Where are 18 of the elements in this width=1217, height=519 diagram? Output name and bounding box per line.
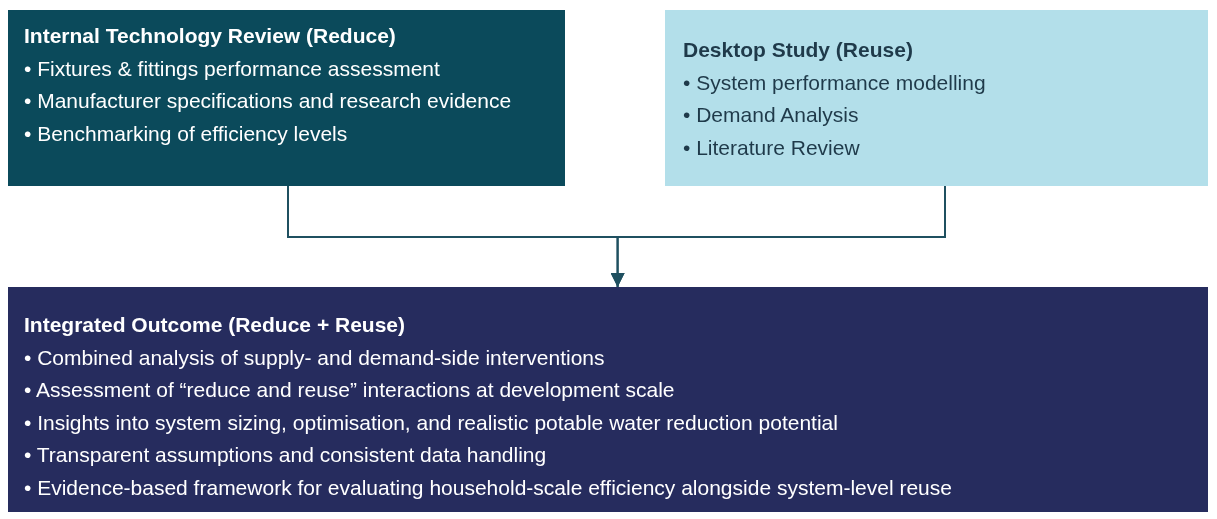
bullet-item: • Fixtures & fittings performance assessment — [24, 55, 441, 82]
box-heading: Desktop Study (Reuse) — [683, 37, 914, 63]
bullet-item: • Assessment of “reduce and reuse” interactions at development scale — [24, 377, 676, 404]
box-heading: Internal Technology Review (Reduce) — [24, 23, 397, 49]
outcome-box — [8, 287, 1208, 512]
bullet-item: • Combined analysis of supply- and demand-side interventions — [24, 344, 606, 371]
bullet-item: • System performance modelling — [683, 69, 987, 96]
bullet-item: • Benchmarking of efficiency levels — [24, 120, 349, 147]
study-box — [665, 10, 1208, 186]
connector-arrow — [610, 185, 946, 288]
bullet-item: • Evidence-based framework for evaluating household-scale efficiency alongside system-level reuse — [24, 474, 953, 501]
bullet-item: • Manufacturer specifications and research evidence — [24, 88, 513, 115]
review-box — [8, 10, 565, 186]
bullet-item: • Demand Analysis — [683, 102, 860, 129]
bullet-item: • Transparent assumptions and consistent data handling — [24, 442, 548, 469]
bullet-item: • Insights into system sizing, optimisation, and realistic potable water reduction potential — [24, 409, 839, 436]
box-heading: Integrated Outcome (Reduce + Reuse) — [24, 312, 406, 338]
bullet-item: • Literature Review — [683, 134, 861, 161]
